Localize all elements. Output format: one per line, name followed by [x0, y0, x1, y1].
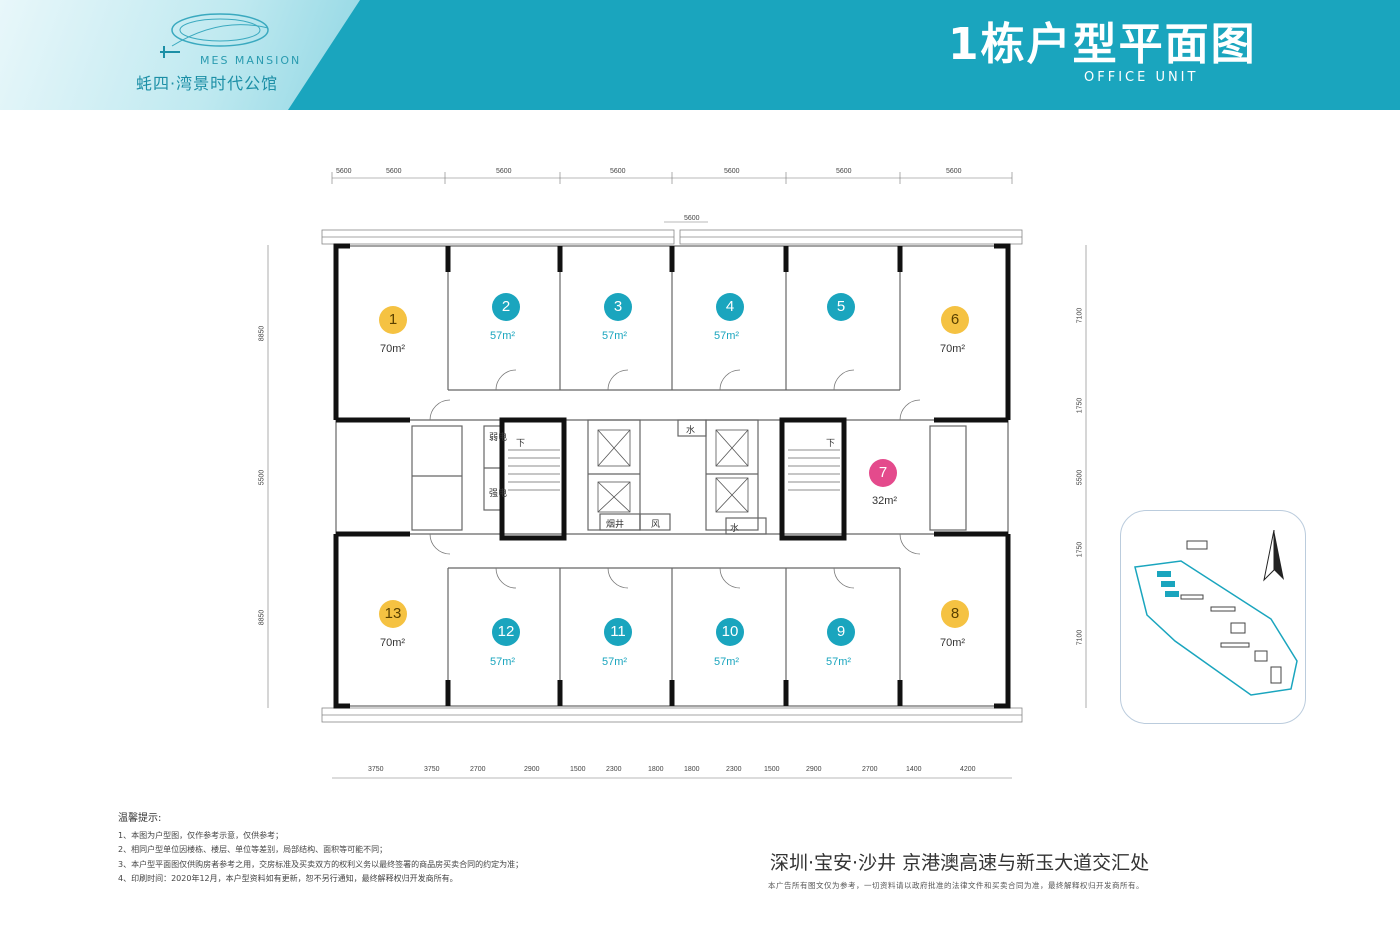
- dim-right-3: 5500: [1076, 469, 1084, 486]
- unit-4-area: 57m²: [714, 330, 740, 342]
- unit-3-area: 57m²: [602, 330, 628, 342]
- dim-top-5: 5600: [724, 168, 740, 175]
- dim-bottom-6: 2300: [606, 766, 622, 773]
- room-strong-power: 强电: [489, 489, 508, 499]
- dim-left-1: 8850: [258, 325, 266, 342]
- unit-9-area: 57m²: [826, 656, 852, 668]
- unit-9-badge[interactable]: 9: [827, 618, 855, 646]
- project-location: 深圳·宝安·沙井 京港澳高速与新玉大道交汇处: [770, 852, 1150, 874]
- brand-name-cn: 蚝四·湾景时代公馆: [136, 74, 279, 93]
- dim-top-inner: 5600: [684, 215, 700, 222]
- dim-bottom-1: 3750: [368, 766, 384, 773]
- dim-left-2: 5500: [258, 469, 266, 486]
- partition-walls: [335, 245, 1009, 707]
- brand-logo-icon: [160, 13, 269, 58]
- room-water-b: 水: [730, 524, 740, 534]
- site-key-map: [1120, 510, 1306, 724]
- unit-10-badge[interactable]: 10: [716, 618, 744, 646]
- dim-bottom-13: 1400: [906, 766, 922, 773]
- unit-6-area: 70m²: [940, 343, 966, 355]
- dim-right-2: 1750: [1076, 397, 1084, 414]
- room-water-a: 水: [686, 426, 696, 436]
- dim-right-5: 7100: [1076, 629, 1084, 646]
- notes-line-2: 2、相同户型单位因楼栋、楼层、单位等差别，局部结构、面积等可能不同；: [118, 845, 388, 854]
- dim-bottom-14: 4200: [960, 766, 976, 773]
- dim-bottom-10: 1500: [764, 766, 780, 773]
- unit-11-badge[interactable]: 11: [604, 618, 632, 646]
- header-banner: MES MANSION 蚝四·湾景时代公馆 1栋户型平面图 OFFICE UNI…: [0, 0, 1400, 110]
- stair-down-a: 下: [516, 439, 526, 449]
- unit-2-area: 57m²: [490, 330, 516, 342]
- room-weak-power: 弱电: [489, 433, 508, 443]
- unit-7-badge[interactable]: 7: [869, 459, 897, 487]
- notes-line-4: 4、印刷时间：2020年12月，本户型资料如有更新，恕不另行通知，最终解释权归开…: [118, 874, 458, 883]
- site-map-graphic: [1134, 540, 1298, 696]
- dimension-lines: [267, 172, 1087, 779]
- page-subtitle: OFFICE UNIT: [1084, 70, 1199, 85]
- unit-7-area: 32m²: [872, 495, 898, 507]
- unit-3-badge[interactable]: 3: [604, 293, 632, 321]
- notes-line-3: 3、本户型平面图仅供购房者参考之用，交房标准及买卖双方的权利义务以最终签署的商品…: [118, 859, 524, 869]
- brand-name-en: MES MANSION: [200, 54, 302, 67]
- unit-6-badge[interactable]: 6: [941, 306, 969, 334]
- unit-1-badge[interactable]: 1: [379, 306, 407, 334]
- unit-13-badge[interactable]: 13: [379, 600, 407, 628]
- page-title: 1栋户型平面图: [948, 19, 1257, 70]
- structural-walls: [333, 243, 1011, 709]
- window-frames: [321, 229, 1023, 723]
- dim-bottom-3: 2700: [470, 766, 486, 773]
- unit-13-area: 70m²: [380, 637, 406, 649]
- elevator-shafts: [597, 429, 749, 513]
- unit-12-badge[interactable]: 12: [492, 618, 520, 646]
- unit-8-badge[interactable]: 8: [941, 600, 969, 628]
- door-swings: [429, 369, 921, 589]
- dim-right-4: 1750: [1076, 541, 1084, 558]
- dim-bottom-12: 2700: [862, 766, 878, 773]
- room-smoke-shaft: 烟井: [606, 520, 625, 530]
- stair-treads: [508, 449, 840, 491]
- dim-bottom-2: 3750: [424, 766, 440, 773]
- unit-12-area: 57m²: [490, 656, 516, 668]
- dim-bottom-11: 2900: [806, 766, 822, 773]
- header-light-panel: [0, 0, 360, 110]
- unit-10-area: 57m²: [714, 656, 740, 668]
- legal-disclaimer: 本广告所有图文仅为参考，一切资料请以政府批准的法律文件和买卖合同为准，最终解释权…: [768, 881, 1144, 890]
- dim-bottom-4: 2900: [524, 766, 540, 773]
- dim-top-7: 5600: [946, 168, 962, 175]
- dim-right-1: 7100: [1076, 307, 1084, 324]
- notes-title: 温馨提示:: [118, 813, 162, 824]
- unit-5-badge[interactable]: 5: [827, 293, 855, 321]
- dim-bottom-8: 1800: [684, 766, 700, 773]
- unit-8-area: 70m²: [940, 637, 966, 649]
- dim-top-3: 5600: [496, 168, 512, 175]
- stair-down-b: 下: [826, 439, 836, 449]
- dim-bottom-5: 1500: [570, 766, 586, 773]
- dim-top-2: 5600: [386, 168, 402, 175]
- dim-top-1: 5600: [336, 168, 352, 175]
- notes-panel: 温馨提示: 1、本图为户型图，仅作参考示意，仅供参考； 2、相同户型单位因楼栋、…: [118, 812, 523, 887]
- dim-bottom-7: 1800: [648, 766, 664, 773]
- unit-1-area: 70m²: [380, 343, 406, 355]
- dim-left-3: 8850: [258, 609, 266, 626]
- room-air-shaft: 风: [651, 520, 661, 530]
- unit-4-badge[interactable]: 4: [716, 293, 744, 321]
- dim-top-6: 5600: [836, 168, 852, 175]
- dim-top-4: 5600: [610, 168, 626, 175]
- unit-11-area: 57m²: [602, 656, 628, 668]
- dim-bottom-9: 2300: [726, 766, 742, 773]
- north-arrow-icon: [1263, 530, 1284, 582]
- notes-line-1: 1、本图为户型图，仅作参考示意，仅供参考；: [118, 830, 284, 840]
- unit-2-badge[interactable]: 2: [492, 293, 520, 321]
